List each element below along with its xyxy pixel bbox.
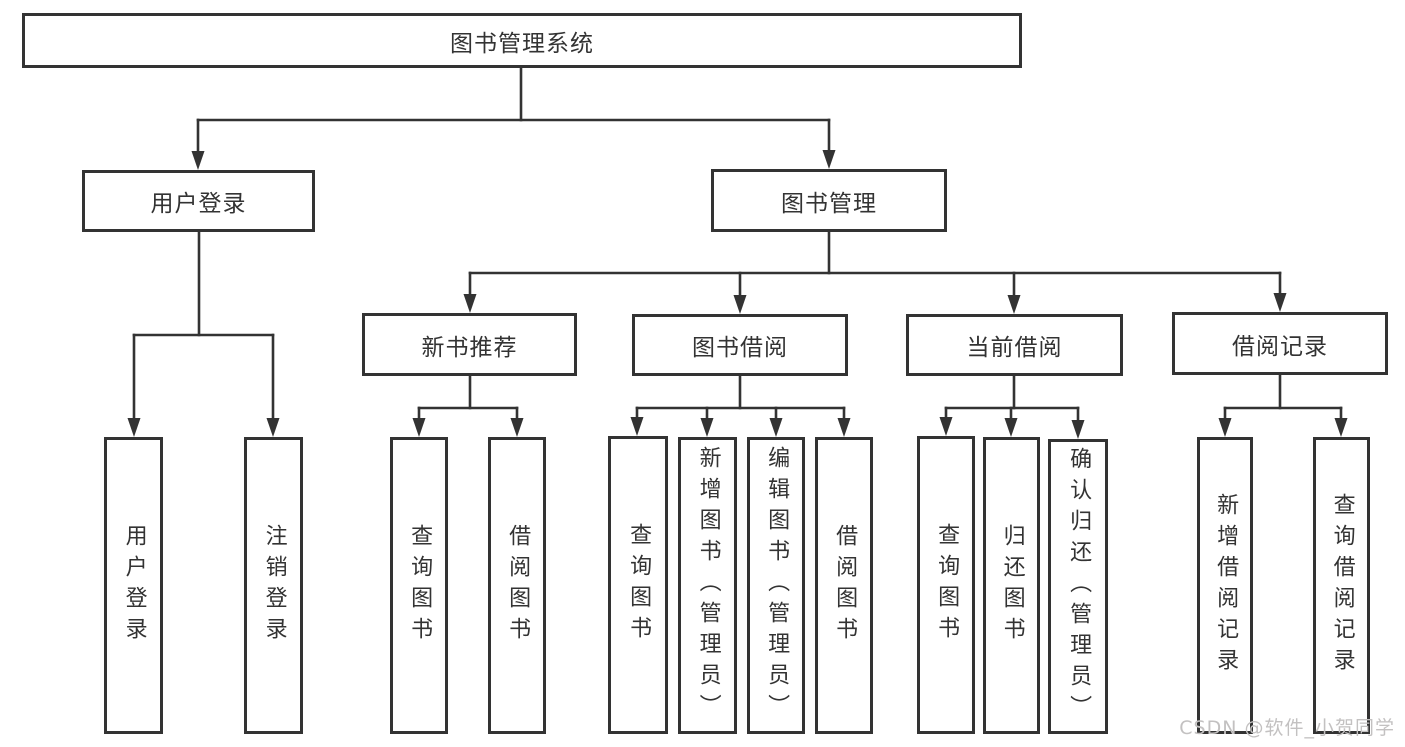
node-confirm-return-admin: 确认归还（管理员） xyxy=(1048,439,1108,734)
arrowhead-icon xyxy=(1218,418,1232,437)
node-label: 查询借阅记录 xyxy=(1329,492,1355,679)
csdn-watermark: CSDN @软件_小贺同学 xyxy=(1179,717,1395,739)
node-label: 编辑图书（管理员） xyxy=(764,446,790,725)
arrowhead-icon xyxy=(1007,295,1021,314)
node-book-borrow: 图书借阅 xyxy=(632,314,848,376)
arrowhead-icon xyxy=(837,418,851,437)
node-borrow-records: 借阅记录 xyxy=(1172,312,1388,375)
arrowhead-icon xyxy=(1334,418,1348,437)
node-query-books-borrow: 查询图书 xyxy=(608,436,668,734)
arrowhead-icon xyxy=(939,417,953,436)
node-query-borrow-record: 查询借阅记录 xyxy=(1313,437,1370,734)
node-label: 注销登录 xyxy=(261,523,287,648)
node-return-books: 归还图书 xyxy=(983,437,1040,734)
arrowhead-icon xyxy=(733,295,747,314)
arrowhead-icon xyxy=(822,150,836,169)
node-label: 确认归还（管理员） xyxy=(1066,447,1092,726)
arrowhead-icon xyxy=(1273,293,1287,312)
node-label: 借阅图书 xyxy=(832,523,858,648)
node-logout-action: 注销登录 xyxy=(244,437,303,734)
arrowhead-icon xyxy=(412,418,426,437)
node-current-borrow: 当前借阅 xyxy=(906,314,1123,376)
node-label: 查询图书 xyxy=(407,523,433,648)
node-query-books-recommend: 查询图书 xyxy=(390,437,448,734)
node-borrow-books-action: 借阅图书 xyxy=(815,437,873,734)
node-edit-book-admin: 编辑图书（管理员） xyxy=(747,437,805,734)
node-label: 新增图书（管理员） xyxy=(695,446,721,725)
node-label: 查询图书 xyxy=(626,523,652,647)
node-add-book-admin: 新增图书（管理员） xyxy=(678,437,737,734)
arrowhead-icon xyxy=(266,418,280,437)
arrowhead-icon xyxy=(1004,418,1018,437)
node-label: 用户登录 xyxy=(121,523,147,648)
arrowhead-icon xyxy=(191,151,205,170)
node-label: 新增借阅记录 xyxy=(1213,492,1239,679)
arrowhead-icon xyxy=(127,418,141,437)
arrowhead-icon xyxy=(510,418,524,437)
node-borrow-books-recommend: 借阅图书 xyxy=(488,437,546,734)
node-label: 查询图书 xyxy=(934,523,960,647)
node-label: 借阅图书 xyxy=(505,523,531,648)
node-book-management: 图书管理 xyxy=(711,169,947,232)
node-user-login: 用户登录 xyxy=(82,170,315,232)
arrowhead-icon xyxy=(769,418,783,437)
node-query-books-current: 查询图书 xyxy=(917,436,975,734)
arrowhead-icon xyxy=(700,418,714,437)
node-label: 归还图书 xyxy=(999,523,1025,648)
node-user-login-action: 用户登录 xyxy=(104,437,163,734)
arrowhead-icon xyxy=(463,294,477,313)
node-system-root: 图书管理系统 xyxy=(22,13,1022,68)
node-new-book-recommend: 新书推荐 xyxy=(362,313,577,376)
arrowhead-icon xyxy=(1071,420,1085,439)
node-add-borrow-record: 新增借阅记录 xyxy=(1197,437,1253,734)
arrowhead-icon xyxy=(630,417,644,436)
